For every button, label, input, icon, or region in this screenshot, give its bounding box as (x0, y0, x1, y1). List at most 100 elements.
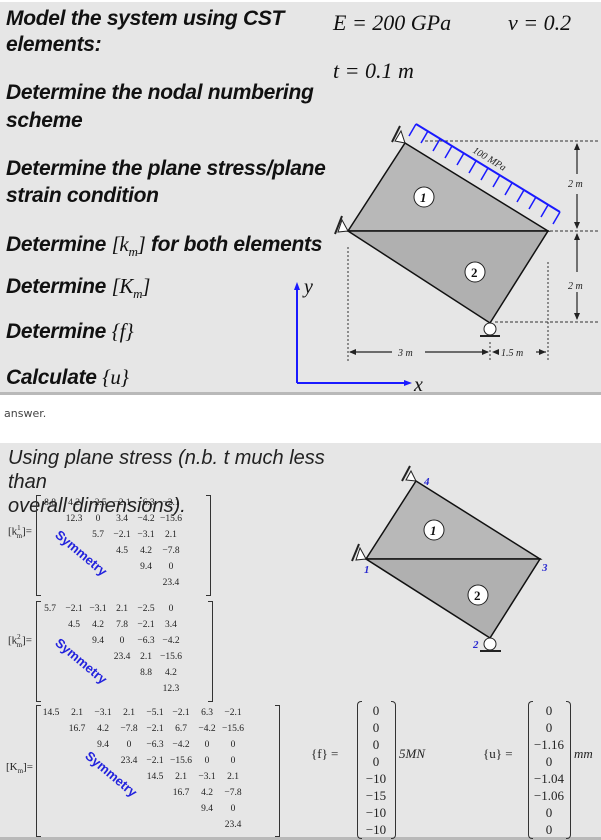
matrix-cell: −15.6 (160, 652, 182, 662)
node-1-label: 1 (364, 564, 370, 576)
matrix-cell (62, 681, 86, 697)
answer-intro: Using plane stress (n.b. t much less tha… (8, 446, 338, 518)
node-2-label: 2 (472, 639, 479, 651)
answer-panel: Using plane stress (n.b. t much less tha… (0, 443, 601, 840)
matrix-cell: −6.3 (137, 636, 155, 646)
k1-bracket-right (206, 495, 211, 596)
matrix-cell: −2.1 (113, 530, 131, 540)
matrix-cell: 0 (204, 740, 210, 750)
matrix-cell (142, 817, 168, 833)
matrix-cell: 8.8 (140, 668, 152, 678)
matrix-cell: 4.2 (97, 724, 109, 734)
matrix-cell: 2.1 (140, 652, 152, 662)
matrix-cell: 4.2 (68, 498, 80, 508)
matrix-cell: 9.4 (92, 636, 104, 646)
f-vector-entry: 0 (372, 720, 380, 735)
matrix-cell: 5.7 (44, 604, 56, 614)
task-f-verb: Determine (6, 320, 107, 343)
matrix-cell: 12.3 (162, 684, 180, 694)
matrix-cell (168, 817, 194, 833)
matrix-cell (134, 575, 158, 591)
task-plane-line1: Determine the plane stress/plane (6, 157, 326, 180)
u-vector-entry: 0 (545, 703, 553, 718)
f-unit: 5MN (399, 746, 425, 761)
problem-diagram: y x 2 m 2 m 3 m 1.5 m (294, 123, 600, 395)
km-symbol: [km] (111, 232, 146, 260)
matrix-cell: 23.4 (113, 652, 131, 662)
u-bracket-right (566, 701, 571, 839)
matrix-cell: −2.1 (172, 708, 190, 718)
matrix-cell: 0 (168, 604, 174, 614)
task-numbering-line1: Determine the nodal numbering (6, 81, 314, 104)
matrix-cell: 6.7 (175, 724, 187, 734)
numbered-mesh-diagram: 1 2 1 2 3 4 (351, 465, 548, 652)
f-vector-entry: 0 (372, 737, 380, 752)
matrix-cell (38, 543, 62, 559)
u-symbol: {u} (102, 365, 129, 389)
matrix-cell (90, 817, 116, 833)
matrix-cell: −15.6 (160, 514, 182, 524)
matrix-cell (64, 769, 90, 785)
matrix-cell: −4.2 (172, 740, 190, 750)
matrix-cell (110, 681, 134, 697)
matrix-cell: 23.4 (120, 756, 138, 766)
k2-label: [k2m]= (8, 633, 32, 649)
axis-x-label: x (413, 374, 423, 395)
matrix-cell: 12.3 (65, 514, 83, 524)
matrix-cell: 0 (230, 804, 236, 814)
f-vector-entry: −10 (365, 805, 387, 820)
matrix-cell: −4.2 (137, 514, 155, 524)
matrix-cell: 2.1 (116, 604, 128, 614)
matrix-cell: 0 (230, 756, 236, 766)
matrix-cell (38, 575, 62, 591)
distributed-load (408, 123, 561, 225)
matrix-cell: −7.8 (224, 788, 242, 798)
matrix-cell: −6.3 (146, 740, 164, 750)
task-model-line1: Model the system using CST (6, 7, 285, 30)
matrix-cell: 0 (204, 756, 210, 766)
matrix-cell (64, 801, 90, 817)
f-bracket-right (391, 701, 396, 839)
matrix-cell: −6.3 (137, 498, 155, 508)
param-poisson-ratio: v = 0.2 (508, 10, 572, 35)
node-4-label: 4 (423, 476, 430, 488)
matrix-cell: 9.4 (97, 740, 109, 750)
k2-bracket-left (36, 601, 41, 702)
matrix-cell (38, 737, 64, 753)
pin-support-top (391, 125, 406, 144)
matrix-cell: −3.1 (137, 530, 155, 540)
f-vector-entry: −10 (365, 822, 387, 837)
matrix-cell (64, 737, 90, 753)
pin-support-left (334, 215, 349, 235)
f-vector-entry: −10 (365, 771, 387, 786)
matrix-cell: 2.1 (175, 772, 187, 782)
dim-1-5m-label: 1.5 m (501, 348, 523, 359)
matrix-cell: −2.1 (224, 708, 242, 718)
u-vector-entry: −1.06 (533, 788, 565, 803)
element-2-label: 2 (471, 265, 478, 280)
Km-bracket-left (36, 705, 41, 837)
task-km-suffix: for both elements (150, 233, 323, 256)
task-f: Determine {f} (6, 318, 134, 345)
matrix-cell (38, 769, 64, 785)
matrix-cell: 2.1 (123, 708, 135, 718)
matrix-cell: 16.7 (68, 724, 86, 734)
matrix-cell: −2.1 (146, 756, 164, 766)
matrix-cell: −2.1 (137, 620, 155, 630)
matrix-cell: 16.7 (172, 788, 190, 798)
matrix-cell: 0 (126, 740, 132, 750)
matrix-cell: −5.1 (146, 708, 164, 718)
matrix-cell: −3.1 (198, 772, 216, 782)
matrix-cell: 2.1 (227, 772, 239, 782)
matrix-cell: −4.2 (198, 724, 216, 734)
k2-row: 12.3 (38, 681, 184, 697)
